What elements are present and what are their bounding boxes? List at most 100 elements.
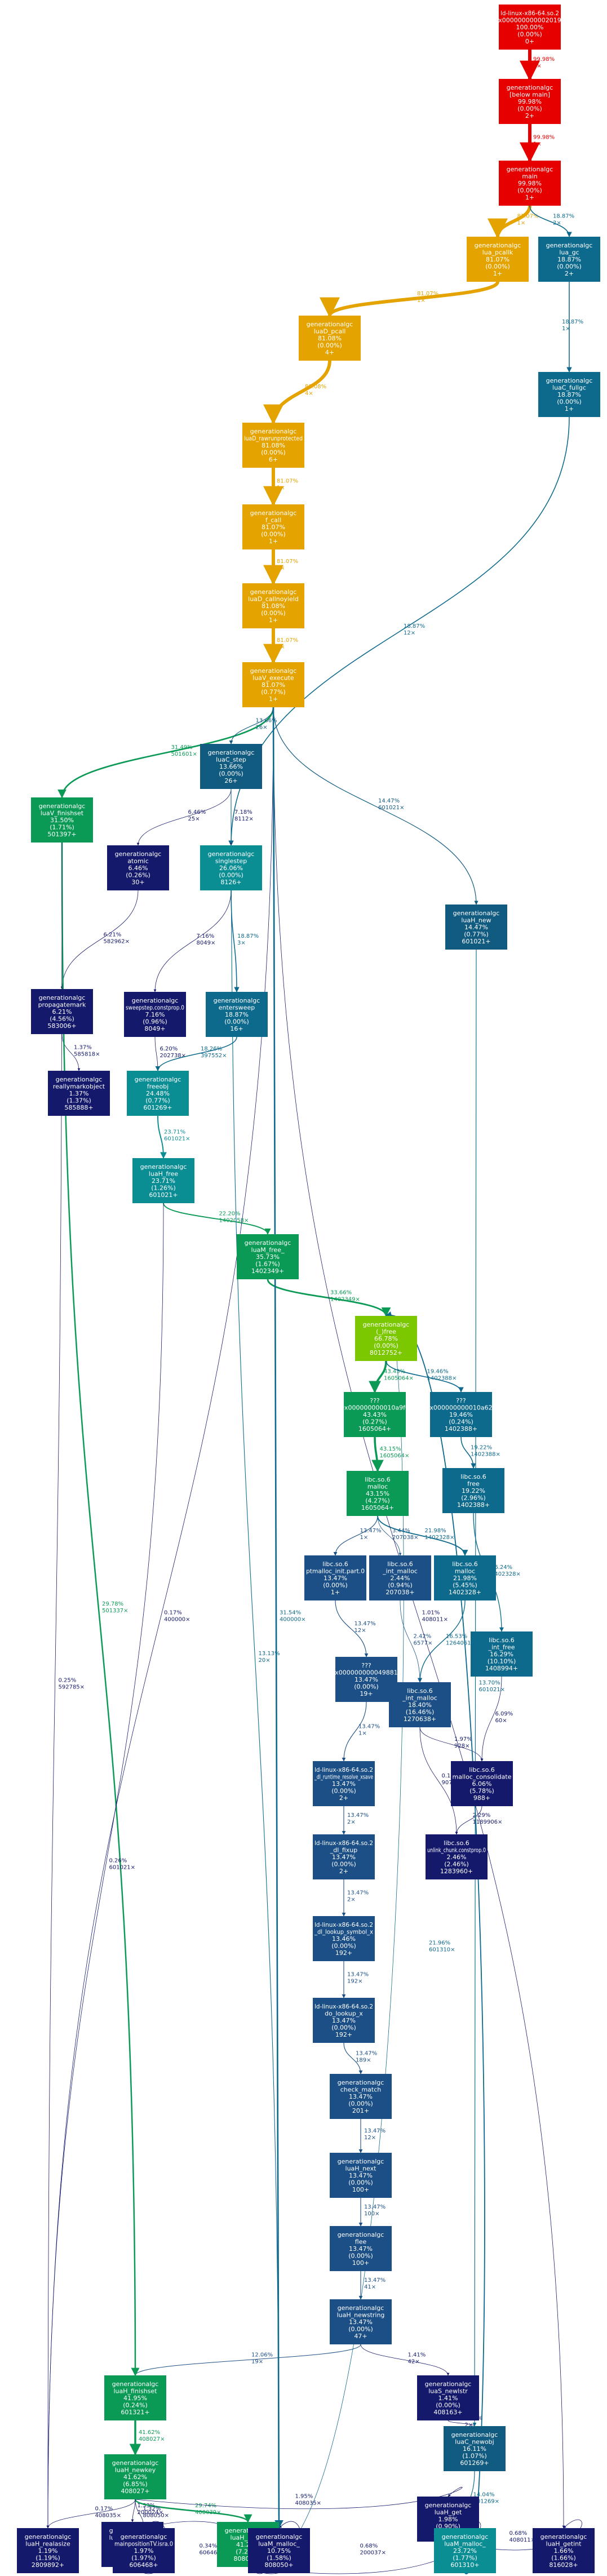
node-singlestep[interactable]: generationalgcsinglestep26.06%(0.00%)812… (200, 845, 262, 890)
node-ptmalloc-init[interactable]: libc.so.6ptmalloc_init.part.013.47%(0.00… (304, 1555, 366, 1600)
node-luah-free[interactable]: generationalgcluaH_free23.71%(1.26%)6010… (132, 1158, 194, 1203)
node-unlink-chunk[interactable]: libc.so.6unlink_chunk.constprop.02.46%(2… (426, 1834, 488, 1879)
node-dl-fixup[interactable]: ld-linux-x86-64.so.2_dl_fixup13.47%(0.00… (313, 1834, 375, 1879)
node-total-percent: 41.62% (123, 2473, 147, 2481)
edge-line (229, 707, 274, 744)
node-do-lookup[interactable]: ld-linux-x86-64.so.2do_lookup_x13.47%(0.… (313, 1998, 375, 2043)
node-luad-rawrun[interactable]: generationalgcluaD_rawrunprotected81.08%… (242, 423, 304, 468)
node-dl-runtime[interactable]: ld-linux-x86-64.so.2_dl_runtime_resolve_… (313, 1761, 375, 1806)
node-function-label: _dl_lookup_symbol_x (314, 1928, 373, 1935)
node-box (538, 372, 600, 417)
node-reallymarkobject[interactable]: generationalgcreallymarkobject1.37%(1.37… (48, 1071, 110, 1116)
node-call-count: 2+ (565, 270, 574, 277)
node-module-label: generationalgc (256, 2533, 303, 2540)
node-q2[interactable]: ???0x000000000010a62019.46%(0.24%)140238… (426, 1392, 497, 1437)
edge-percent-label: 13.47% (364, 2204, 386, 2210)
node-box (313, 1834, 375, 1879)
node-box (242, 423, 304, 468)
edge-percent-label: 81.07% (417, 291, 438, 297)
node-sweepstep[interactable]: generationalgcsweepstep.constprop.07.16%… (124, 992, 186, 1037)
edge-percent-label: 0.26% (109, 1858, 127, 1864)
node-q1[interactable]: ???0x000000000010a9f043.43%(0.27%)160506… (340, 1392, 409, 1437)
node-module-label: ld-linux-x86-64.so.2 (500, 10, 559, 17)
node-luam-free[interactable]: generationalgcluaM_free_35.73%(1.67%)140… (237, 1234, 299, 1279)
edge-count-label: 606468× (200, 2550, 226, 2556)
node-luac-newobj[interactable]: generationalgcluaC_newobj16.11%(1.07%)60… (444, 2426, 506, 2471)
node-cfree[interactable]: generationalgc(_)free66.78%(0.00%)801275… (355, 1316, 417, 1361)
node-self-percent: (0.00%) (224, 1018, 249, 1025)
node-call-count: 1+ (493, 270, 502, 277)
edge-count-label: 1605064× (384, 1376, 414, 1382)
node-module-label: generationalgc (250, 667, 297, 675)
nodes-layer: ld-linux-x86-64.so.20x000000000002019010… (17, 5, 600, 2573)
node-int-malloc-b[interactable]: libc.so.6_int_malloc18.40%(16.46%)127063… (389, 1682, 451, 1727)
node-self-percent: (2.96%) (461, 1494, 486, 1501)
node-root[interactable]: ld-linux-x86-64.so.20x000000000002019010… (494, 5, 565, 50)
node-call-count: 1+ (525, 194, 534, 201)
node-function-label: luaH_getint (546, 2540, 582, 2547)
node-function-label: free (467, 1480, 480, 1487)
node-total-percent: 6.21% (52, 1008, 72, 1016)
node-luam-malloc[interactable]: generationalgcluaM_malloc_10.75%(1.58%)8… (248, 2528, 310, 2573)
node-luam-malloc2[interactable]: generationalgcluaM_malloc_23.72%(1.77%)6… (434, 2528, 496, 2573)
node-freeobj[interactable]: generationalgcfreeobj24.48%(0.77%)601269… (127, 1071, 189, 1116)
node-propagatemark[interactable]: generationalgcpropagatemark6.21%(4.56%)5… (31, 989, 93, 1034)
node-luav-finishset2[interactable]: generationalgcluaH_finishset41.95%(0.24%… (104, 2375, 166, 2420)
node-below-main[interactable]: generationalgc[below main]99.98%(0.00%)2… (499, 79, 561, 124)
edge-line (154, 1036, 159, 1071)
node-luah-realasize[interactable]: generationalgcluaH_realasize1.19%(1.19%)… (17, 2528, 79, 2573)
edge-luac_step-to-singlestep: 7.18%8112× (229, 789, 254, 846)
node-malloc-consolidate[interactable]: libc.so.6malloc_consolidate6.06%(5.78%)9… (451, 1761, 513, 1806)
node-module-label: generationalgc (475, 242, 521, 249)
edge-count-label: 200024× (138, 2510, 164, 2516)
node-luad-callnoyield[interactable]: generationalgcluaD_callnoyield81.08%(0.0… (242, 583, 304, 628)
edge-q1-to-libc_malloc: 43.15%1605064× (371, 1436, 409, 1473)
node-luah-newkey[interactable]: generationalgcluaH_newkey41.62%(6.85%)40… (104, 2454, 166, 2499)
node-luah-newstring[interactable]: generationalgcluaH_newstring13.47%(0.00%… (330, 2299, 392, 2344)
node-box (313, 1998, 375, 2043)
edge-count-label: 1× (358, 1731, 367, 1737)
node-luav-execute[interactable]: generationalgcluaV_execute81.07%(0.77%)1… (242, 662, 304, 707)
edge-percent-label: 13.13% (259, 1651, 280, 1657)
node-luav-finishset[interactable]: generationalgcluaV_finishset31.50%(1.71%… (31, 797, 93, 843)
node-box (104, 2375, 166, 2420)
edge-luav_finishset2-to-luah_newkey: 41.62%408027× (129, 2420, 165, 2456)
node-check-match[interactable]: generationalgccheck_match13.47%(0.00%)20… (330, 2074, 392, 2119)
node-total-percent: 18.40% (408, 1701, 432, 1709)
edge-percent-label: 14.04% (473, 2492, 495, 2498)
edge-lua_gc-to-luac_fullgc: 18.87%1× (562, 282, 583, 373)
node-module-label: ld-linux-x86-64.so.2 (314, 1839, 373, 1847)
node-self-percent: (0.26%) (126, 871, 150, 879)
edge-flee-to-luah_newstring: 13.47%41× (358, 2271, 386, 2300)
node-luah-getint[interactable]: generationalgcluaH_getint1.66%(1.66%)816… (533, 2528, 595, 2573)
edge-count-label: 400000× (164, 1617, 190, 1623)
node-mainposition[interactable]: generationalgcmainpositionTV.isra.01.97%… (113, 2528, 175, 2573)
node-self-percent: (6.85%) (123, 2480, 148, 2488)
node-self-percent: (1.26%) (151, 1184, 176, 1191)
node-dl-lookup-symbol[interactable]: ld-linux-x86-64.so.2_dl_lookup_symbol_x1… (313, 1916, 375, 1961)
node-self-percent: (0.00%) (436, 2401, 460, 2409)
edge-luad_pcall-to-luad_rawrun: 81.08%4× (263, 360, 331, 425)
edge-count-label: 1× (277, 485, 285, 491)
node-luah-new[interactable]: generationalgcluaH_new14.47%(0.77%)60102… (445, 905, 507, 950)
edge-percent-label: 33.66% (330, 1290, 352, 1296)
edge-count-label: 408027× (139, 2436, 165, 2442)
node-luas-newlstr[interactable]: generationalgcluaS_newlstr1.41%(0.00%)40… (417, 2375, 479, 2420)
